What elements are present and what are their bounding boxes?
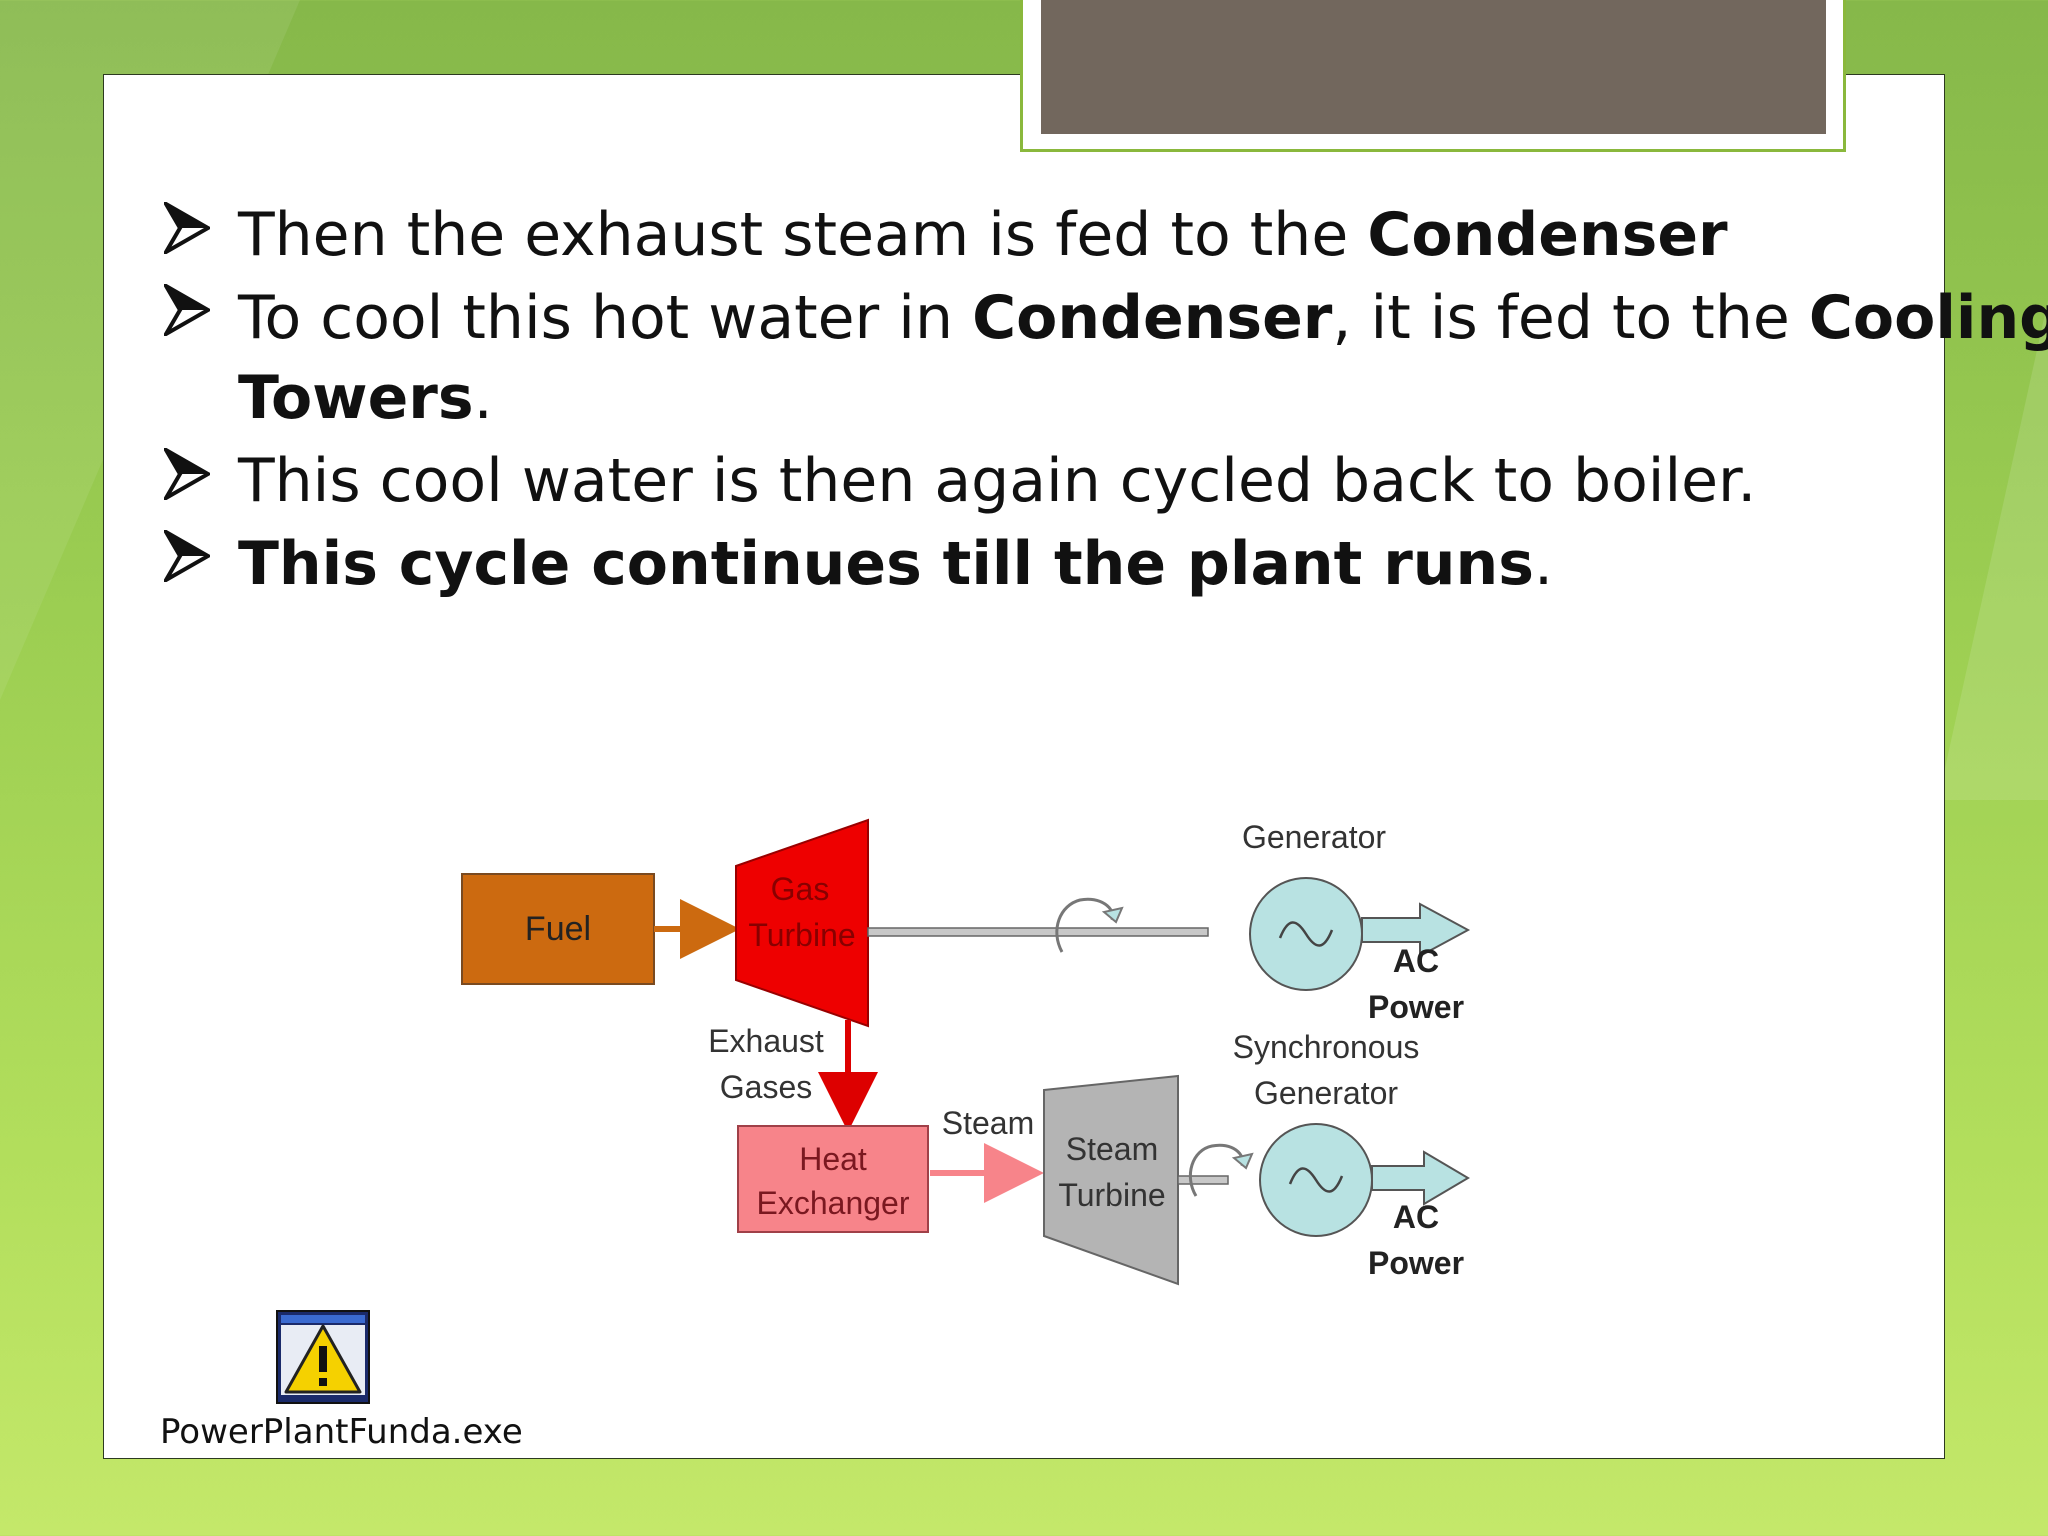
bullet-1: Then the exhaust steam is fed to the Con… <box>238 200 1728 270</box>
steam-turbine <box>1043 1074 1179 1286</box>
heat-exchanger-label: Exchanger <box>757 1185 910 1221</box>
ac-output-arrow <box>1371 1150 1470 1206</box>
ac-power-label: Power <box>1368 989 1464 1025</box>
bullet-arrow-icon <box>164 284 210 336</box>
warning-icon[interactable] <box>276 1310 370 1404</box>
exhaust-label: Gases <box>720 1069 812 1105</box>
background-facet <box>1938 300 2048 800</box>
gas-turbine <box>735 818 869 1028</box>
ac-wave-icon <box>1278 921 1334 947</box>
ac-power-label: Power <box>1368 1245 1464 1281</box>
steam-turbine-label: Steam <box>1066 1131 1158 1167</box>
heat-exchanger-box <box>737 1125 929 1233</box>
bullet-arrow-icon <box>164 448 210 500</box>
slide-canvas <box>103 74 1945 1459</box>
sync-generator-label: Synchronous <box>1233 1029 1420 1065</box>
ac-wave-icon <box>1288 1167 1344 1193</box>
steam-label: Steam <box>942 1105 1034 1141</box>
embedded-file-name[interactable]: PowerPlantFunda.exe <box>160 1412 523 1452</box>
exhaust-label: Exhaust <box>708 1023 824 1059</box>
title-placeholder <box>1041 0 1826 134</box>
gas-turbine-label: Gas <box>771 871 830 907</box>
combined-cycle-diagram: Fuel Gas Turbine Generator AC Power Exha… <box>461 818 1471 1286</box>
bullet-arrow-icon <box>164 202 210 254</box>
steam-turbine-label: Turbine <box>1058 1177 1165 1213</box>
fuel-box <box>461 873 655 985</box>
heat-exchanger-label: Heat <box>799 1141 867 1177</box>
gas-turbine-label: Turbine <box>748 917 855 953</box>
bullet-3: This cool water is then again cycled bac… <box>238 446 1757 516</box>
ac-power-label: AC <box>1393 1199 1439 1235</box>
ac-output-arrow <box>1361 902 1471 958</box>
fuel-label: Fuel <box>525 910 591 948</box>
generator-label: Generator <box>1242 819 1386 855</box>
sync-generator-label: Generator <box>1254 1075 1398 1111</box>
bullet-2-continued: Towers. <box>238 363 493 433</box>
shaft <box>867 927 1209 937</box>
bullet-2: To cool this hot water in Condenser, it … <box>238 283 2048 353</box>
ac-power-label: AC <box>1393 943 1439 979</box>
rotation-arrow-icon <box>1188 1143 1245 1197</box>
rotation-arrow-icon <box>1055 897 1115 953</box>
shaft <box>1177 1175 1229 1185</box>
bullet-4: This cycle continues till the plant runs… <box>238 529 1554 599</box>
bullet-arrow-icon <box>164 530 210 582</box>
